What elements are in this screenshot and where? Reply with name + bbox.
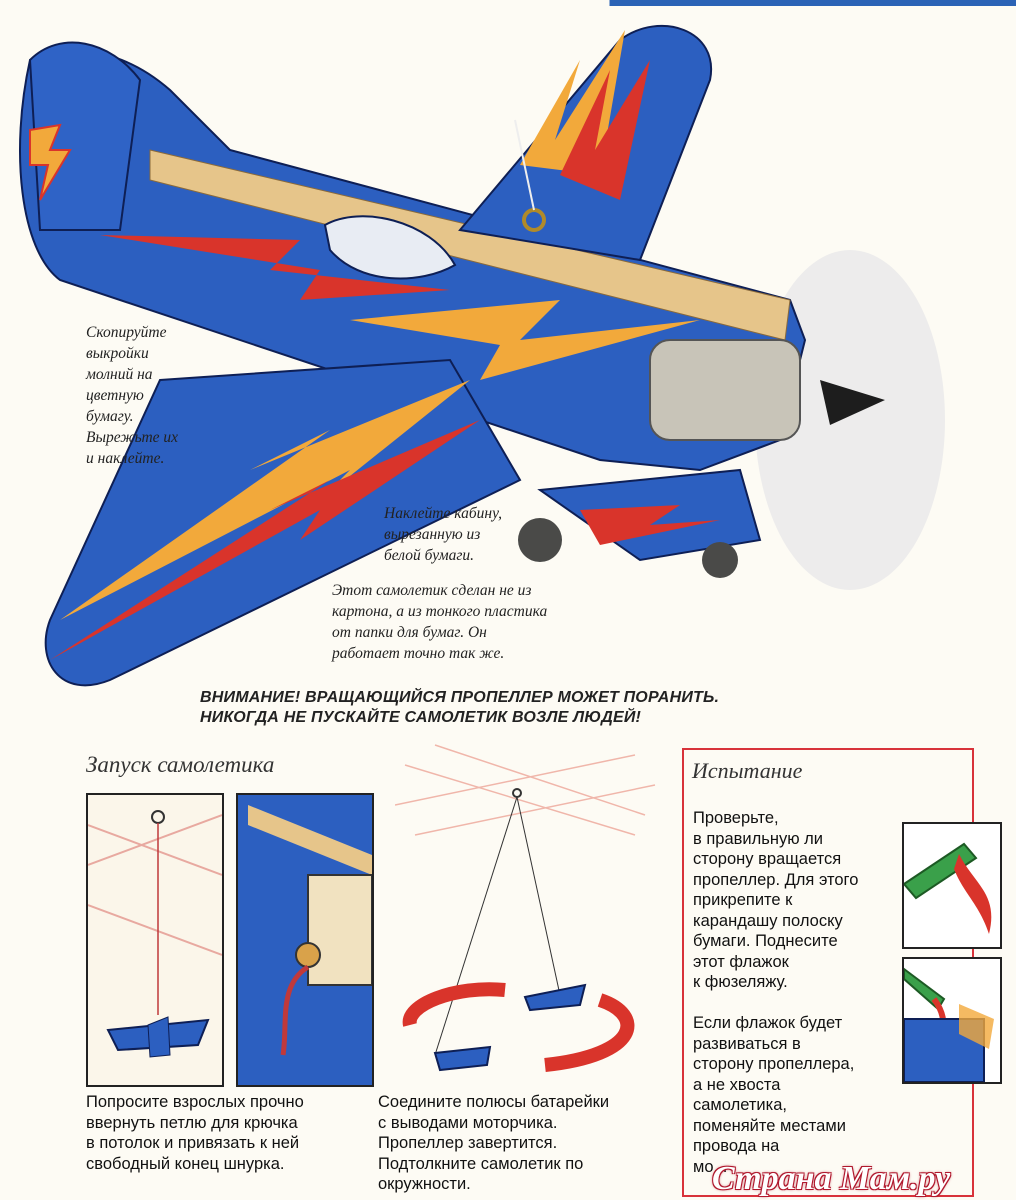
arrow-icon xyxy=(402,982,506,1027)
note-line: Вырежьте их xyxy=(86,429,179,446)
bolt-wing-red xyxy=(560,60,650,200)
bolt-fuselage-red xyxy=(100,235,450,300)
text-line: пропеллер. Для этого xyxy=(693,870,859,889)
circular-flight-illustration xyxy=(395,744,656,1072)
note-line: выкройки xyxy=(86,345,149,362)
text-line: Проверьте, xyxy=(693,809,779,827)
note-line: работает точно так же. xyxy=(332,645,505,662)
note-plastic: Этот самолетик сделан не из картона, а и… xyxy=(332,580,632,664)
pencil-flag-illustration xyxy=(904,842,992,934)
launch-step2-text: Соедините полюсы батарейки с выводами мо… xyxy=(378,1092,678,1195)
text-line: Попросите взрослых прочно xyxy=(86,1093,304,1111)
note-line: от папки для бумаг. Он xyxy=(332,624,487,641)
text-line: ввернуть петлю для крючка xyxy=(86,1113,298,1132)
warning-line: НИКОГДА НЕ ПУСКАЙТЕ САМОЛЕТИК ВОЗЛЕ ЛЮДЕ… xyxy=(200,709,642,726)
text-line: карандашу полоску xyxy=(693,911,843,930)
note-line: белой бумаги. xyxy=(384,547,475,564)
text-line: поменяйте местами xyxy=(693,1116,846,1135)
note-line: Наклейте кабину, xyxy=(384,505,503,522)
bolt-fuselage-orange xyxy=(350,300,700,380)
note-line: картона, а из тонкого пластика xyxy=(332,603,548,620)
text-line: сторону пропеллера, xyxy=(693,1055,855,1073)
airplane-illustration xyxy=(19,24,945,687)
note-line: и наклейте. xyxy=(86,450,165,467)
text-line: свободный конец шнурка. xyxy=(86,1154,285,1173)
text-line: а не хвоста xyxy=(693,1075,781,1094)
hook-icon xyxy=(151,810,165,824)
test-paragraph-1: Проверьте, в правильную ли сторону враща… xyxy=(693,808,893,993)
note-line: вырезанную из xyxy=(384,526,481,543)
text-line: окружности. xyxy=(378,1175,471,1193)
launch-step1-text: Попросите взрослых прочно ввернуть петлю… xyxy=(86,1092,376,1174)
warning-text: ВНИМАНИЕ! ВРАЩАЮЩИЙСЯ ПРОПЕЛЛЕР МОЖЕТ ПО… xyxy=(200,688,840,728)
wheel xyxy=(702,542,738,578)
note-line: цветную xyxy=(86,387,144,404)
propeller-hub xyxy=(820,380,885,425)
panel-hook-ceiling xyxy=(86,793,224,1087)
bolt-wing-orange xyxy=(520,30,625,175)
wheel xyxy=(518,518,562,562)
text-line: бумаги. Поднесите xyxy=(693,932,838,950)
hook-icon xyxy=(512,788,522,798)
watermark: Страна Мам.ру xyxy=(712,1160,951,1197)
panel-hook-illustration xyxy=(88,810,222,1058)
bolt-lower-wing-red xyxy=(50,420,480,660)
warning-line: ВНИМАНИЕ! ВРАЩАЮЩИЙСЯ ПРОПЕЛЛЕР МОЖЕТ ПО… xyxy=(200,689,720,706)
text-line: провода на xyxy=(693,1137,780,1155)
bolt-tailplane xyxy=(580,505,720,545)
note-line: бумагу. xyxy=(86,408,134,425)
note-cabin: Наклейте кабину, вырезанную из белой бум… xyxy=(384,503,564,566)
text-line: развиваться в xyxy=(693,1034,801,1053)
text-line: Соедините полюсы батарейки xyxy=(378,1093,610,1111)
bolt-tail xyxy=(29,123,72,201)
text-line: к фюзеляжу. xyxy=(693,973,788,991)
panel-flag-near-fuselage xyxy=(902,957,1002,1084)
tail-fin xyxy=(28,41,142,231)
arrow-icon xyxy=(544,993,635,1072)
test-paragraph-2: Если флажок будет развиваться в сторону … xyxy=(693,1013,893,1177)
text-line: Пропеллер завертится. xyxy=(378,1134,558,1152)
flag-fuselage-illustration xyxy=(904,967,994,1082)
mini-plane-icon xyxy=(433,1045,492,1072)
note-copy-lightning: Скопируйте выкройки молний на цветную бу… xyxy=(86,322,206,469)
text-line: в правильную ли xyxy=(693,829,824,848)
note-line: Скопируйте xyxy=(86,324,167,341)
panel-pencil-flag xyxy=(902,822,1002,949)
text-line: Подтолкните самолетик по xyxy=(378,1154,584,1173)
launch-title: Запуск самолетика xyxy=(86,752,275,777)
text-line: в потолок и привязать к ней xyxy=(86,1134,300,1152)
text-line: этот флажок xyxy=(693,952,789,971)
text-line: мо... xyxy=(693,1157,728,1176)
note-line: Этот самолетик сделан не из xyxy=(332,582,532,599)
motor-icon xyxy=(307,874,372,986)
wire-icon xyxy=(280,964,310,1056)
text-line: с выводами моторчика. xyxy=(378,1113,558,1132)
test-title: Испытание xyxy=(692,758,803,783)
panel-battery xyxy=(236,793,374,1087)
text-line: Если флажок будет xyxy=(693,1014,843,1032)
cockpit xyxy=(323,215,457,280)
motor xyxy=(649,339,801,441)
bolt-lower-wing-orange xyxy=(60,380,470,620)
mini-plane-icon xyxy=(523,983,587,1012)
text-line: самолетика, xyxy=(693,1096,787,1114)
text-line: сторону вращается xyxy=(693,850,842,868)
propeller-icon xyxy=(959,1004,994,1049)
string xyxy=(514,119,535,211)
note-line: молний на xyxy=(86,366,153,383)
panel-battery-illustration xyxy=(238,795,372,1085)
flag-icon xyxy=(954,854,992,934)
text-line: прикрепите к xyxy=(693,891,793,909)
top-color-bar xyxy=(0,0,1016,6)
